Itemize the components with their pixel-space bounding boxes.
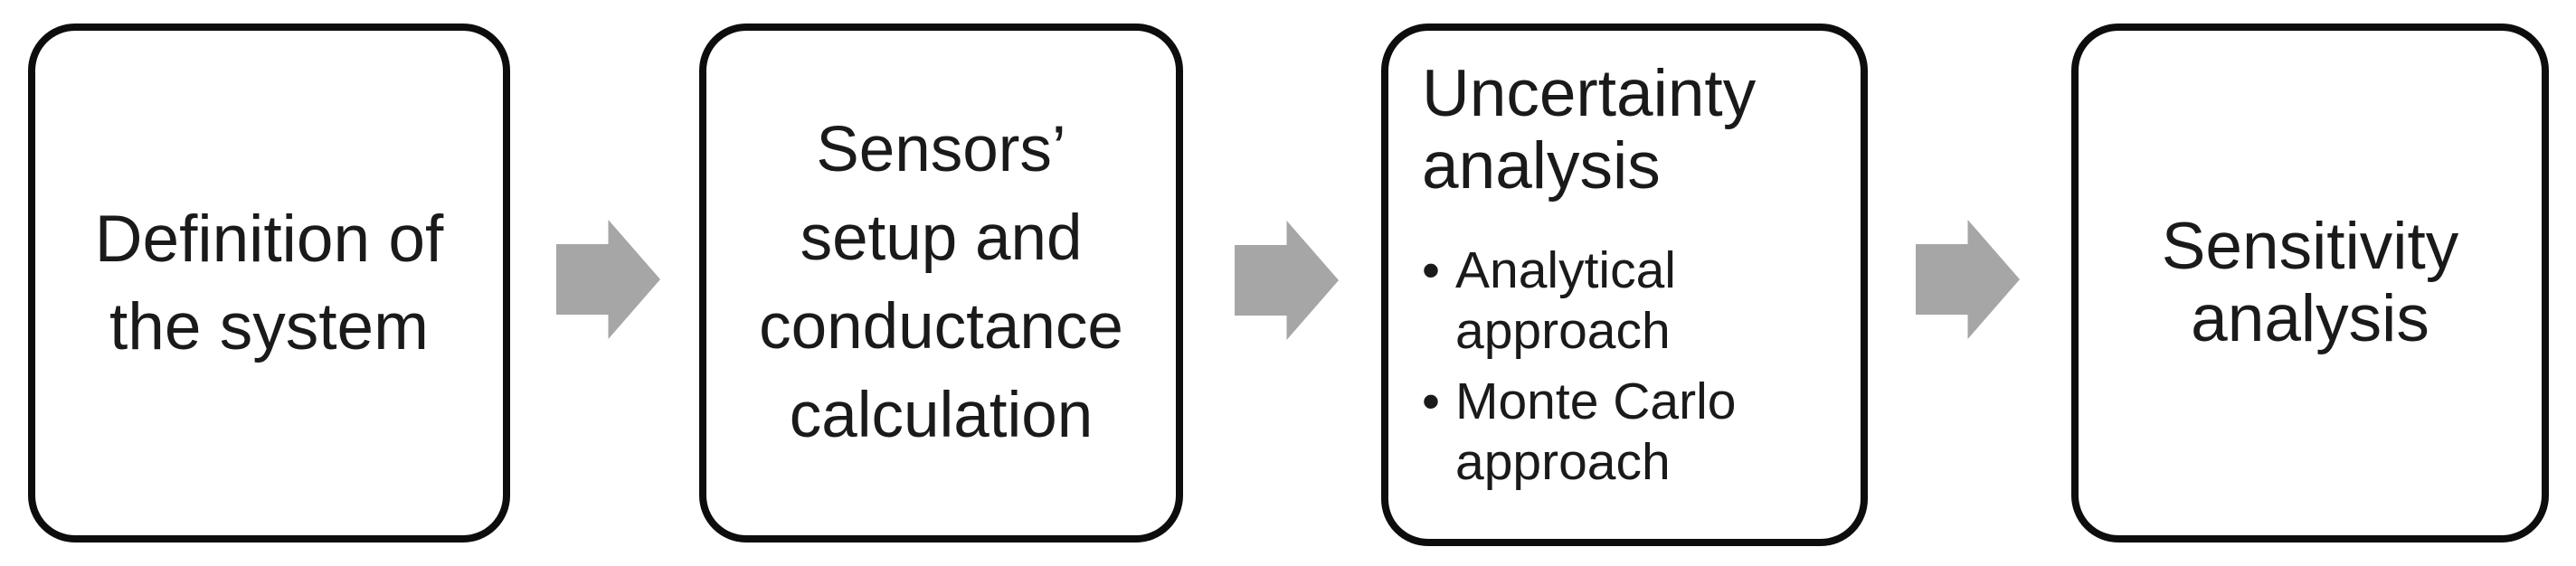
process-box-uncertainty-analysis: Uncertainty analysis • Analytical approa… [1381,24,1868,546]
box-text-line: Definition of [94,203,444,276]
process-box-sensors-setup-and-conductance-calculation: Sensors’ setup and conductance calculati… [699,24,1183,542]
bullet-item: • Analytical approach [1422,241,1835,362]
box-text-line: calculation [789,380,1094,451]
box-title-line: Uncertainty [1422,57,1757,130]
process-box-sensitivity-analysis: Sensitivity analysis [2071,24,2549,542]
bullet-text: Analytical approach [1455,241,1676,360]
right-arrow-icon [556,220,660,339]
process-box-definition-of-the-system: Definition of the system [28,24,510,542]
bullet-list: • Analytical approach • Monte Carlo appr… [1422,241,1835,493]
bullet-text: Monte Carlo approach [1455,373,1737,491]
box-text-line: analysis [2191,282,2429,355]
right-arrow-icon [1235,221,1339,340]
box-title-line: analysis [1422,129,1661,203]
bullet-item: • Monte Carlo approach [1422,372,1835,493]
box-text-line: Sensors’ [816,114,1066,185]
box-text-line: the system [109,290,429,363]
box-text-line: setup and [800,203,1083,274]
box-title: Uncertainty analysis [1422,58,1835,203]
box-text-line: Sensitivity [2161,210,2459,283]
bullet-icon: • [1422,241,1440,299]
right-arrow-icon [1916,220,2020,339]
box-text-line: conductance [759,291,1123,363]
bullet-icon: • [1422,373,1440,430]
